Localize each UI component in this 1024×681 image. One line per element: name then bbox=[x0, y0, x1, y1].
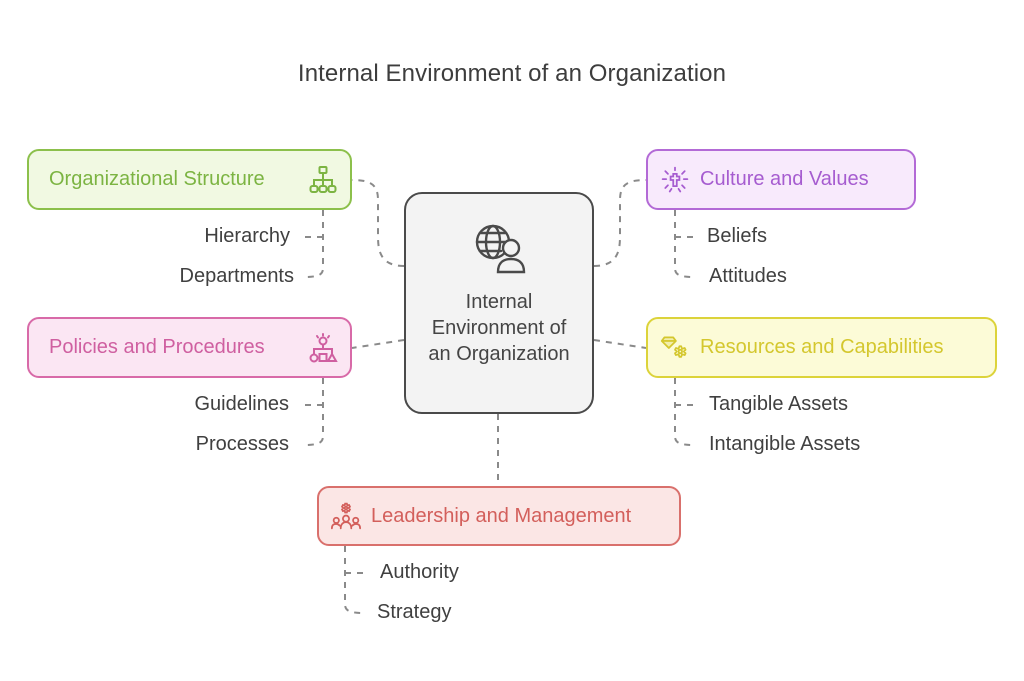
radiant-cross-icon bbox=[660, 165, 690, 195]
gem-gear-icon bbox=[660, 333, 690, 363]
child-departments: Departments bbox=[179, 265, 295, 287]
child-processes: Processes bbox=[195, 433, 289, 455]
connector-policies bbox=[351, 339, 405, 349]
child-tangible-assets: Tangible Assets bbox=[709, 393, 848, 415]
node-organizational-structure[interactable]: Organizational Structure bbox=[27, 149, 352, 210]
node-label: Policies and Procedures bbox=[49, 336, 265, 358]
child-hierarchy: Hierarchy bbox=[204, 225, 290, 247]
node-label: Organizational Structure bbox=[49, 168, 265, 190]
lightbulb-shapes-icon bbox=[308, 332, 338, 363]
child-attitudes: Attitudes bbox=[709, 265, 787, 287]
connector-org-structure bbox=[351, 179, 405, 267]
connector-leadership-children bbox=[344, 546, 365, 614]
node-resources-capabilities[interactable]: Resources and Capabilities bbox=[646, 317, 997, 378]
child-beliefs: Beliefs bbox=[707, 225, 768, 247]
child-intangible-assets: Intangible Assets bbox=[709, 433, 861, 455]
connector-resources bbox=[593, 339, 647, 349]
node-culture-values[interactable]: Culture and Values bbox=[646, 149, 916, 210]
connector-resources-children bbox=[674, 378, 695, 446]
center-label: Internal Environment of an Organization bbox=[428, 291, 570, 365]
connector-culture-children bbox=[674, 210, 695, 278]
child-authority: Authority bbox=[380, 561, 459, 583]
globe-user-icon bbox=[471, 220, 527, 281]
child-strategy: Strategy bbox=[377, 601, 452, 623]
hierarchy-icon bbox=[308, 165, 338, 195]
connector-culture bbox=[593, 179, 647, 267]
node-leadership-management[interactable]: Leadership and Management bbox=[317, 486, 681, 546]
node-policies-procedures[interactable]: Policies and Procedures bbox=[27, 317, 352, 378]
node-label: Resources and Capabilities bbox=[700, 336, 944, 358]
node-label: Culture and Values bbox=[700, 168, 869, 190]
connector-policies-children bbox=[303, 378, 324, 446]
center-node[interactable]: Internal Environment of an Organization bbox=[404, 192, 594, 414]
child-guidelines: Guidelines bbox=[194, 393, 289, 415]
node-label: Leadership and Management bbox=[371, 504, 632, 527]
team-gear-icon bbox=[331, 501, 361, 531]
connector-org-children bbox=[303, 210, 324, 278]
diagram-title: Internal Environment of an Organization bbox=[297, 60, 727, 87]
